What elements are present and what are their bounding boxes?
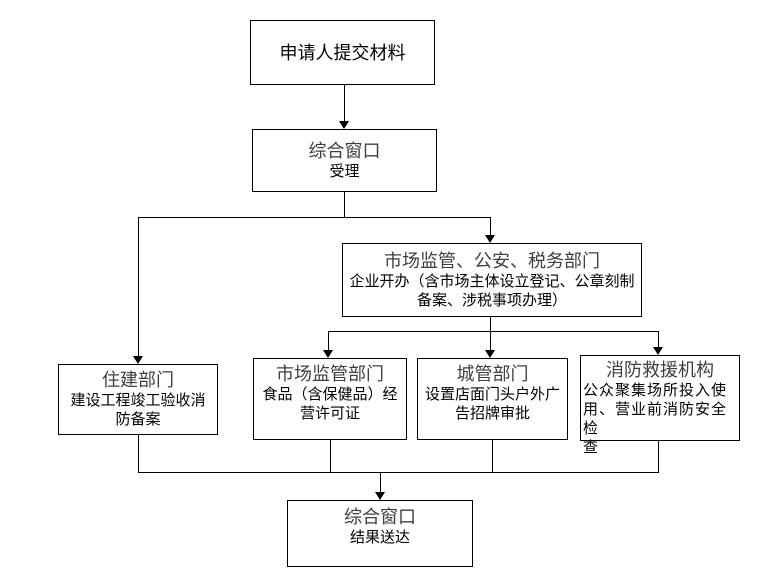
connector-depts-stem-line xyxy=(490,317,491,332)
connector-depts-branch-line xyxy=(328,331,659,332)
node-housing-dept-title: 住建部门 xyxy=(102,370,174,390)
node-applicant: 申请人提交材料 xyxy=(250,20,435,85)
node-fire-rescue-agency-title: 消防救援机构 xyxy=(606,360,714,380)
connector-window-branch-line xyxy=(138,217,491,218)
node-market-regulation-dept-body: 食品（含保健品）经 营许可证 xyxy=(262,387,398,422)
node-comprehensive-window-accept-title: 综合窗口 xyxy=(308,141,381,161)
node-comprehensive-window-result-title: 综合窗口 xyxy=(344,507,416,527)
arrow-down-icon xyxy=(653,347,663,355)
connector-window-stem-line xyxy=(344,192,345,218)
node-urban-management-dept-body: 设置店面门头户外广 告招牌审批 xyxy=(424,387,560,422)
connector-fire-down-line xyxy=(658,441,659,473)
arrow-down-icon xyxy=(133,356,143,364)
node-comprehensive-window-accept-body: 受理 xyxy=(329,164,360,180)
node-housing-dept-body: 建设工程竣工验收消 防备案 xyxy=(70,393,206,428)
node-housing-dept: 住建部门 建设工程竣工验收消 防备案 xyxy=(58,364,218,435)
connector-applicant-to-window-line xyxy=(344,85,345,121)
connector-to-housing-line xyxy=(138,217,139,356)
node-comprehensive-window-result-body: 结果送达 xyxy=(349,530,410,546)
connector-to-market-reg-line xyxy=(328,331,329,350)
node-urban-management-dept: 城管部门 设置店面门头户外广 告招牌审批 xyxy=(417,358,568,440)
arrow-down-icon xyxy=(485,350,495,358)
connector-to-depts-line xyxy=(490,217,491,235)
node-fire-rescue-agency: 消防救援机构 公众聚集场所投入使 用、营业前消防安全检 查 xyxy=(580,355,740,456)
node-market-regulation-dept: 市场监管部门 食品（含保健品）经 营许可证 xyxy=(253,358,407,440)
node-market-police-tax-depts-title: 市场监管、公安、税务部门 xyxy=(384,251,600,271)
arrow-down-icon xyxy=(375,492,385,500)
arrow-down-icon xyxy=(339,121,349,129)
arrow-down-icon xyxy=(485,235,495,243)
node-market-police-tax-depts: 市场监管、公安、税务部门 企业开办（含市场主体设立登记、公章刻制 备案、涉税事项… xyxy=(342,243,642,317)
arrow-down-icon xyxy=(323,350,333,358)
node-comprehensive-window-result: 综合窗口 结果送达 xyxy=(287,500,473,567)
connector-housing-down-line xyxy=(138,435,139,473)
node-market-regulation-dept-title: 市场监管部门 xyxy=(276,364,384,384)
connector-urban-down-line xyxy=(492,440,493,473)
node-market-police-tax-depts-body: 企业开办（含市场主体设立登记、公章刻制 备案、涉税事项办理） xyxy=(349,274,635,309)
connector-to-urban-line xyxy=(490,331,491,350)
connector-merge-line xyxy=(138,472,659,473)
node-applicant-title: 申请人提交材料 xyxy=(279,42,406,63)
node-urban-management-dept-title: 城管部门 xyxy=(456,364,529,384)
connector-market-reg-down-line xyxy=(330,440,331,473)
connector-to-fire-line xyxy=(658,331,659,347)
node-comprehensive-window-accept: 综合窗口 受理 xyxy=(252,129,437,192)
node-fire-rescue-agency-body: 公众聚集场所投入使 用、营业前消防安全检 查 xyxy=(583,383,728,456)
connector-to-result-line xyxy=(380,472,381,492)
